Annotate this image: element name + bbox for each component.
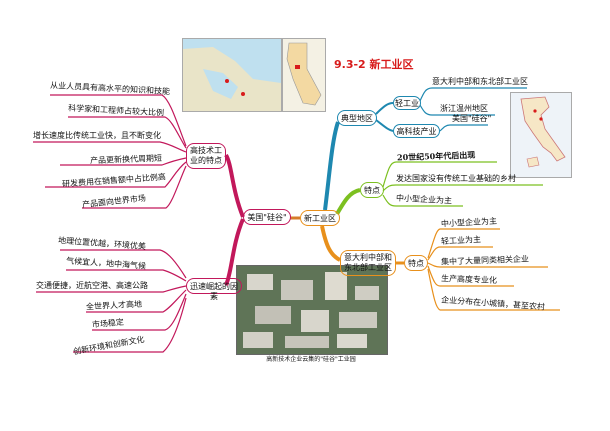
- typical-light-2: 浙江温州地区: [440, 104, 488, 113]
- node-typical-regions: 典型地区: [337, 110, 377, 126]
- page-title: 9.3-2 新工业区: [334, 58, 414, 71]
- node-light-industry: 轻工业: [393, 96, 421, 110]
- map-silicon-valley-shape: [183, 39, 281, 111]
- connector-left-branch2: [224, 218, 245, 286]
- photo-silicon-valley-park: [236, 265, 388, 355]
- connector-center-features: [335, 188, 361, 215]
- typical-hightech-1: 美国"硅谷": [452, 114, 492, 123]
- node-rise-factors: 迅速崛起的因素: [186, 278, 242, 301]
- map-california-shape: [286, 42, 322, 106]
- connector-left-branch1: [224, 153, 245, 218]
- connector-center-typical: [323, 121, 340, 211]
- feature-1: 20世纪50年代后出现: [396, 149, 476, 163]
- italy-spokes: [427, 228, 560, 311]
- typical-light-1: 意大利中部和东北部工业区: [432, 77, 528, 86]
- photo-texture: [237, 266, 387, 354]
- map-italy-shape: [520, 96, 566, 168]
- node-hightech-industry: 高科技产业: [393, 124, 440, 138]
- map-silicon-valley-region: [182, 38, 282, 112]
- hightech-feature-3: 增长速度比传统工业快，且不断变化: [33, 131, 161, 140]
- rise-factor-3: 交通便捷，近航空港、高速公路: [36, 281, 148, 290]
- node-features: 特点: [360, 182, 384, 198]
- node-hightech-features: 高技术工业的特点: [186, 143, 226, 169]
- branch1-spokes: [33, 94, 187, 209]
- node-silicon-valley: 美国"硅谷": [243, 209, 291, 225]
- node-italy-region: 意大利中部和东北部工业区: [340, 250, 396, 276]
- photo-caption: 高新技术企业云集的"硅谷"工业园: [266, 356, 356, 363]
- map-california-inset: [282, 38, 326, 112]
- light-industry-spokes: [419, 87, 527, 132]
- center-node: 新工业区: [300, 210, 340, 226]
- map-italy: [510, 92, 572, 178]
- connector-center-italy: [320, 225, 342, 262]
- features-spokes: [382, 161, 543, 207]
- branch2-spokes: [36, 249, 187, 353]
- feature-2: 发达国家没有传统工业基础的乡村: [396, 174, 516, 183]
- typical-spokes: [375, 102, 394, 132]
- node-italy-features: 特点: [404, 255, 428, 271]
